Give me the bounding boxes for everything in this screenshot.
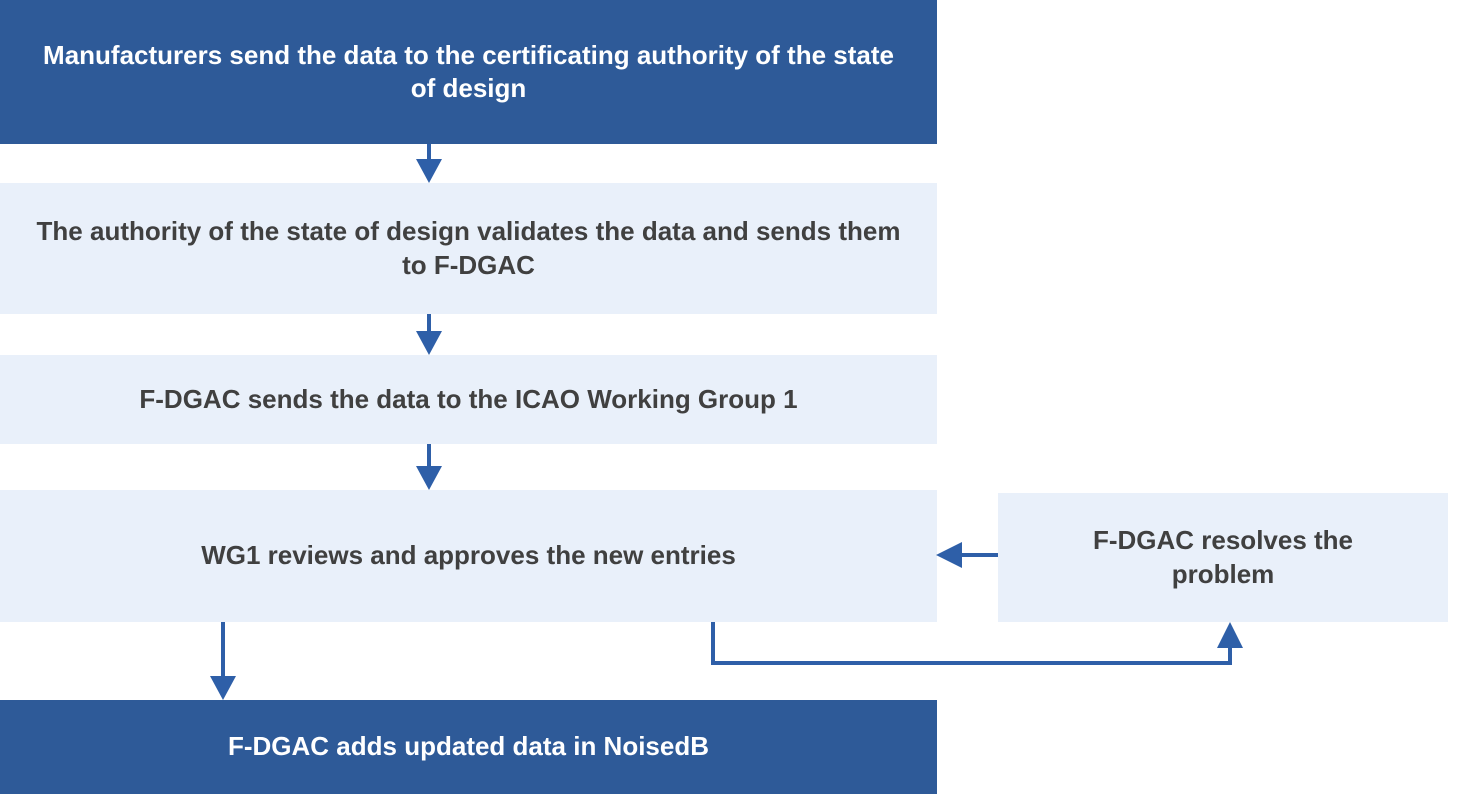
connector-manufacturers-authority-arrowhead-icon — [416, 159, 442, 183]
node-fdgac-resolves: F-DGAC resolves the problem — [998, 493, 1448, 622]
node-wg1-reviews: WG1 reviews and approves the new entries — [0, 490, 937, 622]
node-manufacturers-send: Manufacturers send the data to the certi… — [0, 0, 937, 144]
connector-authority-fdgac-stem — [427, 314, 431, 332]
connector-wg1-noisedb-stem — [221, 622, 225, 677]
node-authority-validates-label: The authority of the state of design val… — [36, 216, 901, 280]
connector-resolves-wg1-arrowhead-icon — [936, 542, 962, 568]
connector-wg1-resolves-arrowhead-icon — [1217, 622, 1243, 648]
node-authority-validates: The authority of the state of design val… — [0, 183, 937, 314]
connector-fdgac-wg1-arrowhead-icon — [416, 466, 442, 490]
connector-wg1-resolves-segment-down — [711, 622, 715, 665]
connector-fdgac-wg1-stem — [427, 444, 431, 467]
connector-wg1-resolves-segment-up — [1228, 646, 1232, 665]
node-fdgac-sends-icao-label: F-DGAC sends the data to the ICAO Workin… — [139, 383, 798, 414]
node-fdgac-sends-icao: F-DGAC sends the data to the ICAO Workin… — [0, 355, 937, 444]
connector-authority-fdgac-arrowhead-icon — [416, 331, 442, 355]
connector-wg1-resolves-segment-right — [711, 661, 1232, 665]
node-fdgac-adds-noisedb: F-DGAC adds updated data in NoisedB — [0, 700, 937, 794]
node-manufacturers-send-label: Manufacturers send the data to the certi… — [43, 39, 894, 103]
node-wg1-reviews-label: WG1 reviews and approves the new entries — [201, 540, 736, 571]
connector-resolves-wg1-stem — [960, 553, 998, 557]
connector-manufacturers-authority-stem — [427, 144, 431, 161]
node-fdgac-resolves-label: F-DGAC resolves the problem — [1092, 525, 1354, 589]
connector-wg1-noisedb-arrowhead-icon — [210, 676, 236, 700]
node-fdgac-adds-noisedb-label: F-DGAC adds updated data in NoisedB — [227, 731, 710, 762]
